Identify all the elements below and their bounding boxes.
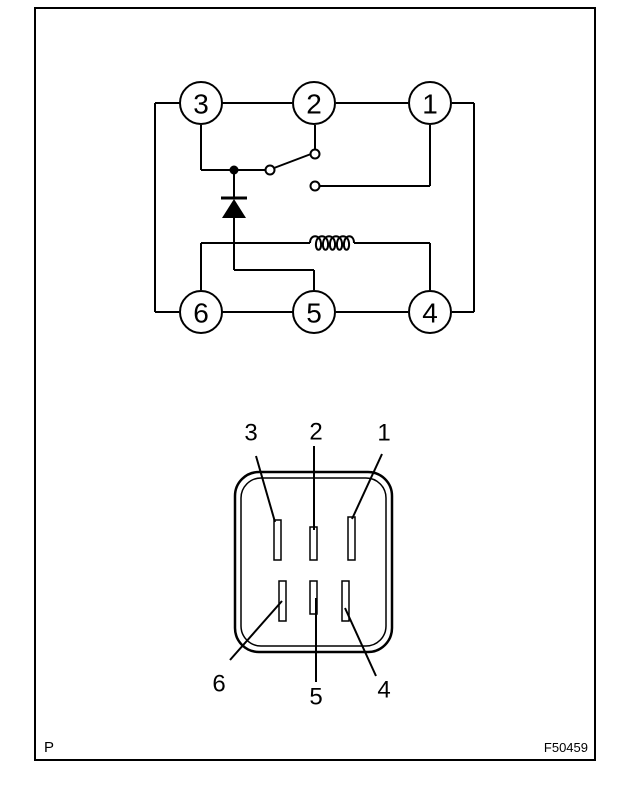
pin-label-5: 5 (309, 684, 322, 711)
terminal-6-circle (179, 290, 223, 334)
leader-4 (344, 607, 377, 677)
pin-6-slot (278, 580, 287, 622)
terminal-label: 6 (193, 298, 209, 329)
terminal-label: 2 (306, 89, 322, 120)
connector-pins (273, 516, 356, 622)
diode-icon (221, 196, 247, 218)
relay-schematic (154, 102, 475, 313)
pin-label-4: 4 (377, 677, 390, 704)
terminal-1-circle (408, 81, 452, 125)
relay-coil-icon (309, 235, 355, 251)
terminal-circles (179, 81, 452, 334)
pin-1-slot (347, 516, 356, 561)
terminal-5-circle (292, 290, 336, 334)
terminal-3-circle (179, 81, 223, 125)
leader-3 (255, 455, 276, 523)
junction-dot (229, 165, 239, 175)
leader-6 (229, 600, 283, 661)
pin-label-3: 3 (244, 420, 257, 447)
figure-frame (34, 7, 596, 761)
terminal-label: 5 (306, 298, 322, 329)
pin-5-slot (309, 580, 318, 615)
figure-id: F50459 (544, 740, 588, 755)
terminal-label: 3 (193, 89, 209, 120)
relay-switch (264, 148, 321, 192)
pin-label-2: 2 (309, 419, 322, 446)
pin-2-slot (309, 526, 318, 561)
pin-3-slot (273, 519, 282, 561)
leader-lines (229, 446, 383, 682)
pin-label-1: 1 (377, 420, 390, 447)
leader-1 (351, 453, 383, 520)
terminal-label: 1 (422, 89, 438, 120)
terminal-2-circle (292, 81, 336, 125)
pin-label-6: 6 (212, 671, 225, 698)
pin-4-slot (341, 580, 350, 622)
terminal-label: 4 (422, 298, 438, 329)
terminal-4-circle (408, 290, 452, 334)
corner-mark: P (44, 739, 54, 756)
